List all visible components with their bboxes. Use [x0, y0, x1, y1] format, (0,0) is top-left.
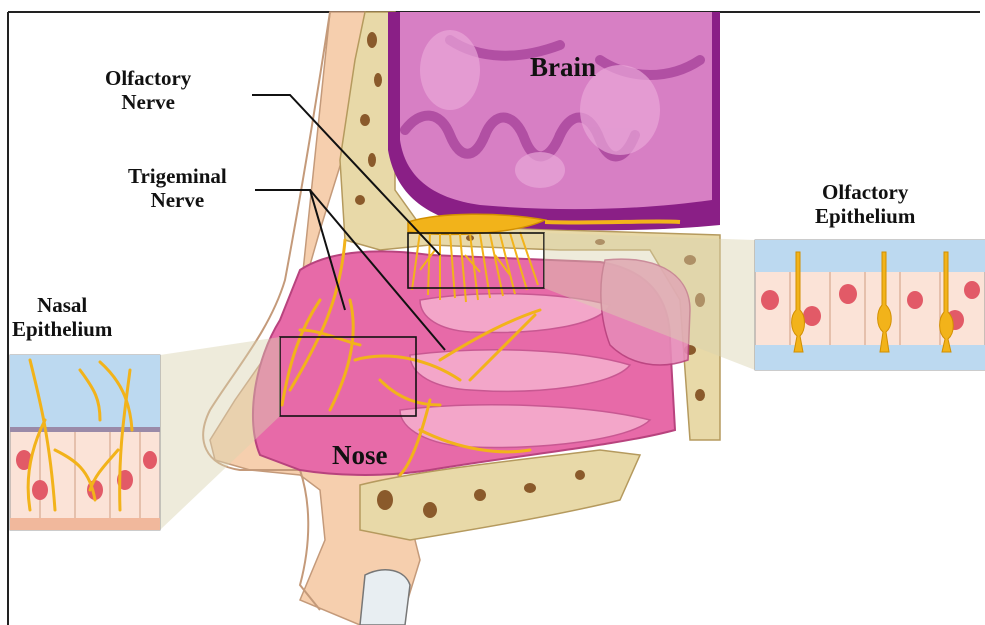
trigeminal-nerve-label-line1: Trigeminal — [128, 164, 227, 188]
olfactory-nerve-label-line2: Nerve — [105, 90, 191, 114]
trigeminal-nerve-label-line2: Nerve — [128, 188, 227, 212]
olfactory-epithelium-inset — [755, 240, 985, 370]
trigeminal-nerve-label: Trigeminal Nerve — [128, 164, 227, 212]
olfactory-nerve-label: Olfactory Nerve — [105, 66, 191, 114]
olfactory-nerve-label-line1: Olfactory — [105, 66, 191, 90]
tooth — [360, 570, 410, 625]
nasal-epithelium-label-line1: Nasal — [12, 293, 112, 317]
olfactory-epithelium-label-line1: Olfactory — [815, 180, 915, 204]
nasal-epithelium-label: Nasal Epithelium — [12, 293, 112, 341]
brain-label: Brain — [530, 52, 596, 83]
nasal-epithelium-inset — [10, 355, 160, 530]
nasal-epithelium-label-line2: Epithelium — [12, 317, 112, 341]
olfactory-epithelium-label-line2: Epithelium — [815, 204, 915, 228]
olfactory-epithelium-label: Olfactory Epithelium — [815, 180, 915, 228]
nose-label: Nose — [332, 440, 388, 471]
olfactory-tract — [545, 221, 680, 222]
